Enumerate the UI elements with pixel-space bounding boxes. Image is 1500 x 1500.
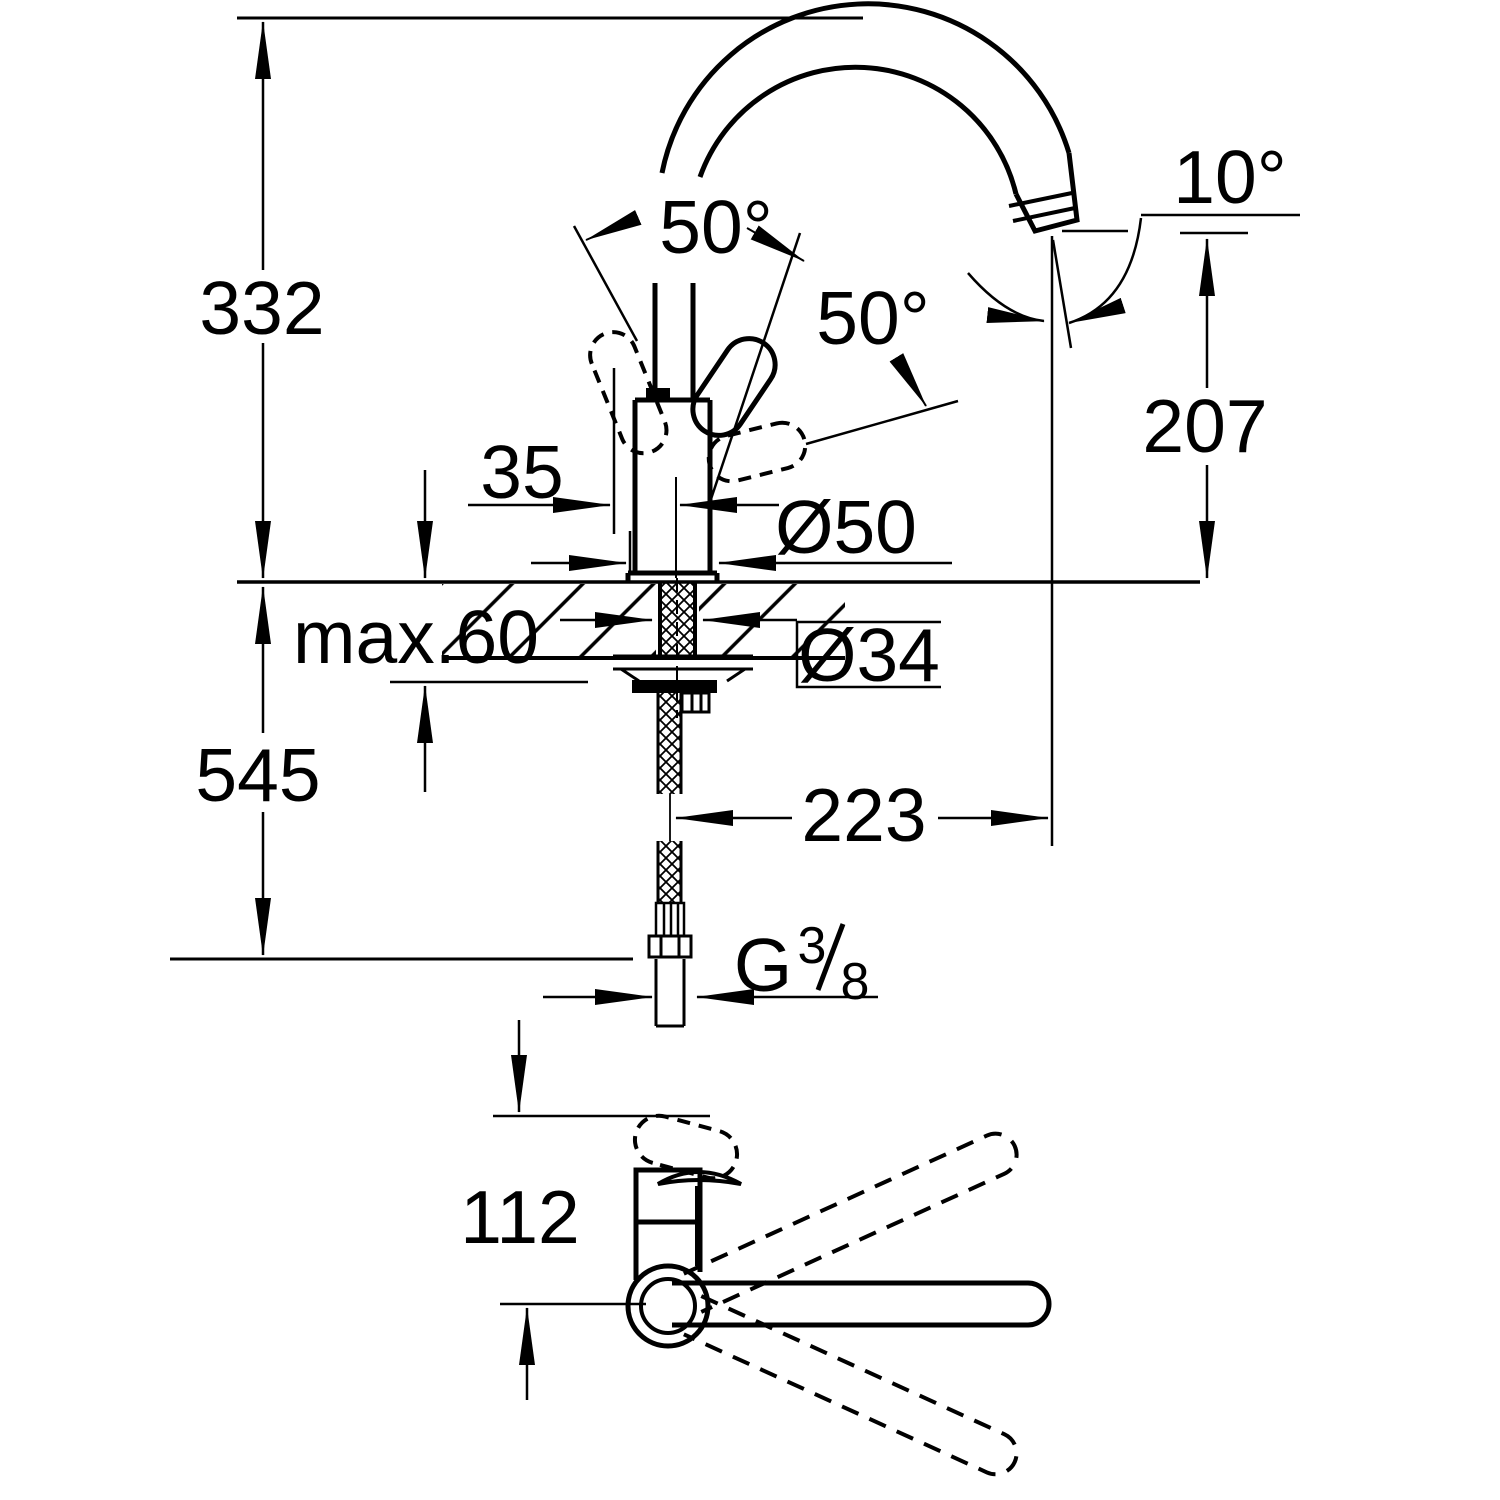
outlet-tilt-line [1051, 239, 1073, 349]
dimension-207: 207 [1142, 231, 1268, 579]
dimension-35: 35 [468, 368, 779, 578]
dimension-332: 332 [199, 21, 325, 579]
dim-max60-label: max.60 [293, 595, 539, 679]
dim-207-label: 207 [1142, 384, 1267, 468]
d34-callout-box [795, 620, 941, 689]
outlet-ring-line [1012, 206, 1076, 223]
dim-g38-denominator: 8 [841, 953, 870, 1011]
thread-end-tube [654, 959, 686, 1028]
dimension-50deg-left: 50° [572, 185, 805, 503]
dim-d34-label: Ø34 [798, 613, 940, 697]
top-view-body [625, 1113, 742, 1349]
lever-solid-right-position [690, 336, 778, 438]
dimension-50deg-right: 50° [805, 276, 959, 446]
handle-dashed-outline [632, 1113, 740, 1181]
second-hose-connector [680, 691, 711, 714]
dim-50deg-left-label: 50° [659, 185, 772, 269]
dim-332-label: 332 [199, 266, 324, 350]
lever-top-edge [656, 1170, 742, 1186]
hose-ferrule [654, 901, 686, 938]
dim-35-label: 35 [480, 430, 563, 514]
lever-hinge-tab [646, 388, 670, 401]
handle-positions [588, 283, 808, 484]
lever-dashed-down-position [706, 420, 808, 484]
swivel-inner-ring [639, 1277, 697, 1335]
dimension-10deg: 10° [967, 135, 1300, 846]
lever-dashed-left-position [588, 330, 669, 456]
dim-545-label: 545 [195, 733, 320, 817]
side-view: 332 545 50° 50° [170, 1, 1300, 1028]
dim-d50-label: Ø50 [775, 485, 917, 569]
dim-112-label: 112 [460, 1175, 580, 1259]
dimension-112: 112 [460, 1020, 710, 1400]
dim-g38-numerator: 3 [798, 917, 827, 975]
dim-10deg-label: 10° [1173, 135, 1286, 219]
top-view: 112 [460, 1020, 1052, 1477]
dim-50deg-right-label: 50° [816, 276, 929, 360]
supply-hose [647, 692, 693, 1028]
spout-arm-swivel-up [683, 1131, 1019, 1314]
dim-g38-letter: G [734, 923, 792, 1007]
swivel-outer-ring [625, 1263, 711, 1349]
dimension-d34: Ø34 [560, 612, 941, 697]
spout-arm-solid [672, 1280, 1052, 1328]
mounting-nut-band [632, 680, 717, 693]
body-top-view [633, 1167, 703, 1280]
dim-223-label: 223 [801, 773, 926, 857]
lever-up-position [652, 283, 696, 399]
fraction-slash [815, 923, 846, 991]
hose-nut [647, 934, 693, 959]
dimension-223: 223 [675, 773, 1049, 857]
dimension-d50: Ø50 [531, 485, 952, 573]
dimension-max60: max.60 [293, 470, 588, 792]
body-outline [625, 388, 720, 582]
dimension-545: 545 [195, 586, 321, 956]
top-view-spout-arm [672, 1131, 1052, 1477]
dimension-g38: G 3 8 [543, 917, 878, 1011]
outlet-ring-line [1008, 191, 1073, 208]
spout-outline [659, 1, 1080, 234]
spout-arm-swivel-down [683, 1294, 1019, 1477]
